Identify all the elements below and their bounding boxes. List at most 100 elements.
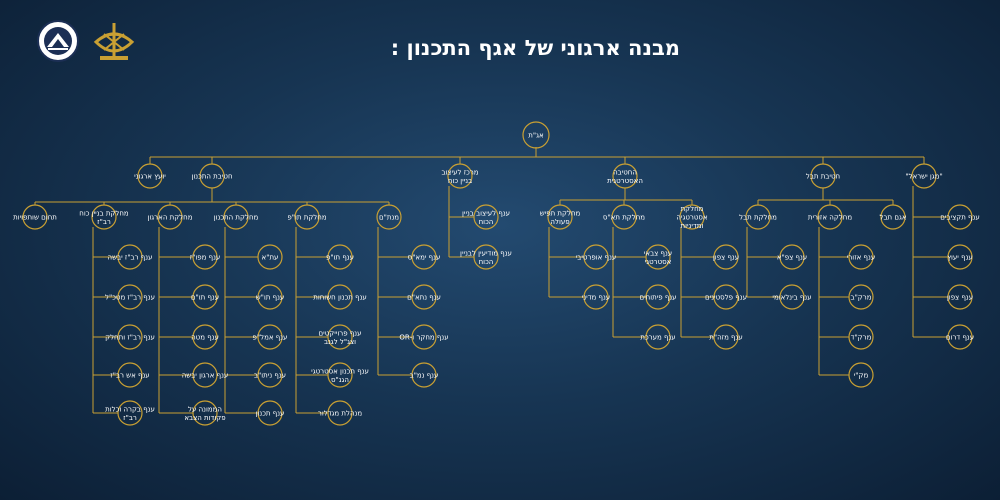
node-circle [779, 244, 805, 270]
node-label: ענף מודיעין לבניין [460, 249, 512, 257]
node-circle [327, 324, 353, 350]
node-label: רב"ז [97, 218, 111, 226]
node-label: מחלקת תו"פ [287, 214, 326, 222]
node-circle [810, 163, 836, 189]
node-label: ענף מפו"ז [190, 254, 221, 262]
node-label: פעולה [550, 218, 569, 226]
node-label: מרק"ב [851, 294, 872, 302]
node-label: הגנ"ס [331, 376, 349, 384]
node-circle [199, 163, 225, 189]
org-node: ענף מחקר ו-OR [399, 324, 449, 350]
node-circle [117, 284, 143, 310]
node-label: מחלקת [681, 205, 704, 213]
org-node: ענף רב"ז ותחלק [105, 324, 155, 350]
node-circle [117, 324, 143, 350]
node-circle [411, 324, 437, 350]
node-circle [848, 362, 874, 388]
node-label: ענף מטה [191, 334, 219, 342]
org-node: ענף ימא"ס [408, 244, 441, 270]
node-label: ענף רב"ז יבשה [108, 254, 153, 262]
node-label: ענף ניתו"ב [254, 372, 286, 380]
org-node: יועץ ארגוני [134, 163, 166, 189]
node-label: מנת"ם [379, 214, 399, 222]
node-circle [522, 121, 550, 149]
node-label: ענף ימא"ס [408, 254, 441, 262]
org-node: ענף אמל"פ [253, 324, 287, 350]
node-circle [583, 244, 609, 270]
org-node: מחלקת הארגון [147, 204, 193, 230]
org-node: אגם תבל [879, 204, 907, 230]
org-node: ענף מטה [191, 324, 219, 350]
node-label: מחלקת תפיש [540, 209, 581, 217]
node-circle [679, 204, 705, 230]
node-label: ענף רב"ז ותחלק [105, 334, 155, 342]
node-circle [411, 244, 437, 270]
node-circle [192, 400, 218, 426]
org-node: מחלקת תא"ס [603, 204, 645, 230]
planning-directorate-emblem-icon [37, 20, 79, 62]
org-node: מחלקת תו"פ [287, 204, 327, 230]
node-circle [192, 362, 218, 388]
node-label: ענף ארגון יבשה [182, 372, 229, 380]
node-label: הממונה על [188, 405, 222, 413]
node-label: רב"ז [123, 414, 137, 422]
org-node: ענף מזה"ת [709, 324, 743, 350]
node-label: ענף תו"ם [191, 294, 219, 302]
node-circle [583, 284, 609, 310]
org-node: ענף נתא"ם [407, 284, 441, 310]
org-node: ענף אזורי [847, 244, 875, 270]
node-circle [376, 204, 402, 230]
node-label: מרק"ד [851, 334, 872, 342]
node-label: הכוח [479, 218, 494, 226]
node-circle [257, 324, 283, 350]
org-node: ענף תו"ם [191, 284, 219, 310]
node-circle [411, 362, 437, 388]
node-label: פקודות הצבא [184, 414, 225, 422]
org-node: חטיבת התכנון [191, 163, 233, 189]
org-node: ענף צפ"א [777, 244, 807, 270]
node-circle [947, 324, 973, 350]
node-circle [547, 204, 573, 230]
node-label: האסטרטגית [607, 177, 643, 185]
org-node: "מגן ישראל" [905, 163, 943, 189]
node-circle [223, 204, 249, 230]
org-node: חטיבת תבל [806, 163, 840, 189]
node-circle [645, 284, 671, 310]
node-circle [779, 284, 805, 310]
node-circle [947, 204, 973, 230]
node-label: בניין כוח [448, 177, 472, 185]
org-node: ענף ארגון יבשה [182, 362, 229, 388]
node-label: מחלקת תא"ס [603, 214, 645, 222]
node-label: עת"א [262, 254, 279, 262]
org-node: ענף אופרטיבי [576, 244, 617, 270]
node-label: ענף דרום [946, 334, 974, 342]
org-node: מחלקה אזורית [808, 204, 852, 230]
node-label: מחלקה אזורית [808, 214, 852, 222]
node-label: ענף מחקר ו-OR [399, 334, 448, 342]
node-circle [473, 204, 499, 230]
node-circle [91, 204, 117, 230]
node-label: ענף מערכת [640, 334, 675, 342]
org-node: ענף נמ"ב [410, 362, 438, 388]
node-label: ענף תכנון חשוחות [313, 294, 367, 302]
org-node: ענף רב"ז יבשה [108, 244, 153, 270]
node-label: אסטרטגיה [676, 214, 708, 222]
node-circle [192, 324, 218, 350]
node-circle [411, 284, 437, 310]
org-node: ענף יעוץ [947, 244, 973, 270]
node-label: ענף רב"ז מטכ"ל [105, 294, 155, 302]
node-label: ענף בינלאומי [772, 294, 811, 302]
node-label: ענף אופרטיבי [576, 254, 617, 262]
node-circle [645, 324, 671, 350]
node-circle [645, 244, 671, 270]
node-label: ענף צפ"א [777, 254, 807, 262]
org-node: ענף פלסטינים [705, 284, 747, 310]
org-node: מחלקת תבל [739, 204, 777, 230]
